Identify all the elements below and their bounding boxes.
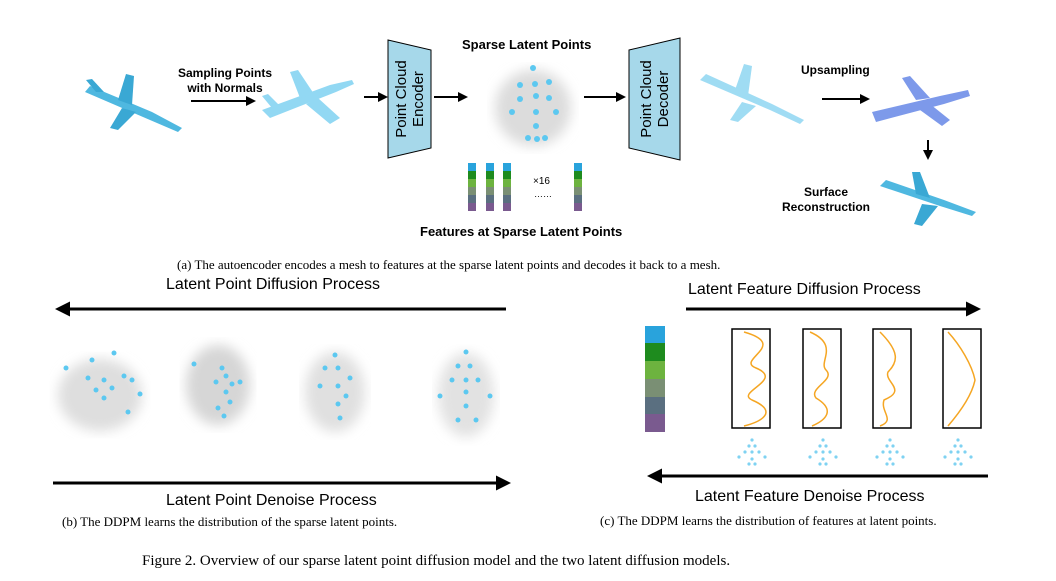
encoder-block [387, 39, 432, 159]
sampling-label: Sampling Points with Normals [166, 66, 284, 96]
sparse-latent-points [509, 65, 559, 142]
latent-point-denoise-label: Latent Point Denoise Process [166, 492, 377, 509]
decoder-label-line2: Decoder [655, 70, 672, 128]
airplane-mesh-output [880, 172, 976, 226]
surface-label-line2: Reconstruction [781, 200, 870, 214]
feature-distribution-3 [872, 328, 912, 429]
feature-distribution-2 [802, 328, 842, 429]
sparse-latent-points-title: Sparse Latent Points [462, 37, 592, 52]
clean-points-stage-4 [437, 349, 494, 437]
point-cloud-sampled [262, 70, 354, 124]
times16-label: ×16 [533, 176, 550, 187]
caption-c: (c) The DDPM learns the distribution of … [600, 513, 937, 528]
point-cloud-decoded [700, 64, 804, 124]
decoder-block [628, 37, 681, 161]
noisy-points-stage-1 [58, 350, 143, 431]
features-title: Features at Sparse Latent Points [420, 224, 623, 239]
point-cloud-upsampled [872, 76, 970, 126]
sampling-label-line1: Sampling Points [177, 66, 272, 80]
caption-b: (b) The DDPM learns the distribution of … [62, 514, 398, 529]
encoder-label-line1: Point Cloud [393, 60, 410, 138]
noisy-points-stage-3 [305, 352, 365, 432]
latent-feature-diffusion-label: Latent Feature Diffusion Process [688, 281, 921, 298]
decoder-label-line1: Point Cloud [638, 60, 655, 138]
decoder-label: Point Cloud Decoder [638, 40, 672, 158]
airplane-mesh-input [85, 74, 182, 132]
mini-latent-points-row [737, 438, 973, 466]
feature-distribution-1 [731, 328, 771, 429]
sampling-label-line2: with Normals [187, 81, 263, 95]
surface-label-line1: Surface [803, 185, 849, 199]
upsampling-label: Upsampling [801, 63, 870, 77]
encoder-label-line2: Encoder [410, 71, 427, 127]
feature-distribution-4 [942, 328, 982, 429]
caption-a: (a) The autoencoder encodes a mesh to fe… [177, 257, 721, 272]
feature-stack [645, 326, 665, 432]
latent-feature-denoise-label: Latent Feature Denoise Process [695, 488, 925, 505]
noisy-points-stage-2 [186, 345, 250, 425]
feature-columns [468, 163, 582, 211]
surface-reconstruction-label: Surface Reconstruction [770, 185, 882, 215]
ellipsis-label: …… [534, 189, 552, 199]
latent-point-diffusion-label: Latent Point Diffusion Process [166, 276, 381, 293]
figure-caption: Figure 2. Overview of our sparse latent … [142, 553, 731, 569]
encoder-label: Point Cloud Encoder [393, 40, 427, 158]
